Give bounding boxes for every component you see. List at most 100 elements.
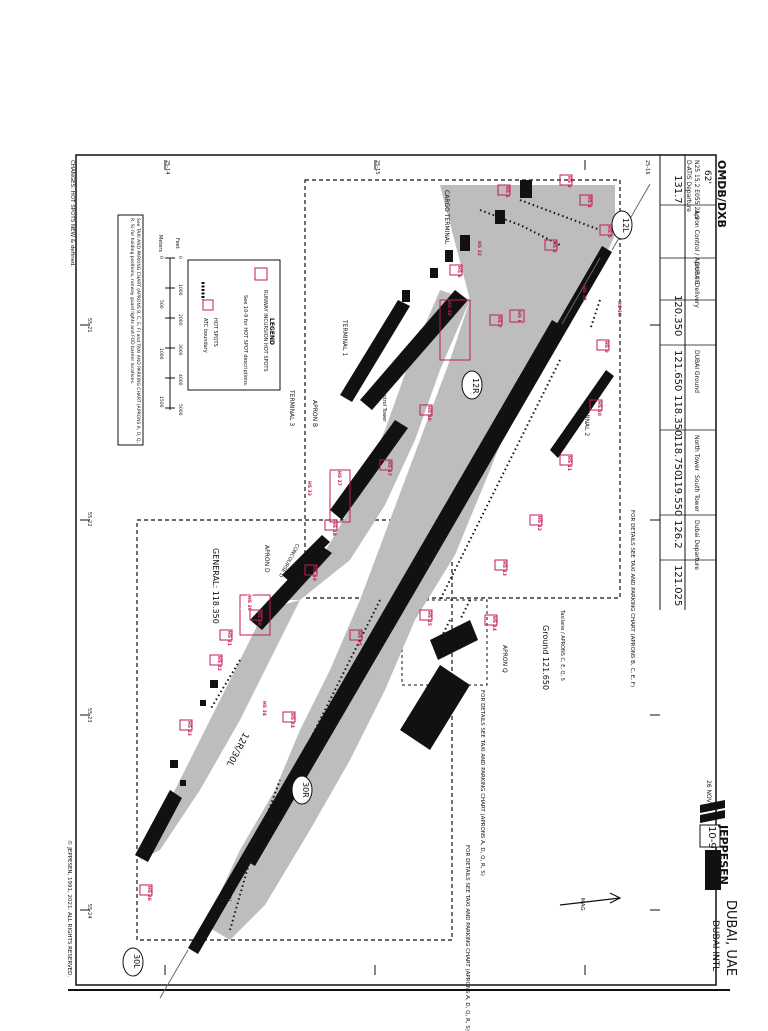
hotspot-label: HS 33 — [306, 481, 311, 496]
scale-meter-tick-0: 0 — [158, 256, 163, 259]
changes-note: CHANGES: HOT SPOTS NEW & defined. — [69, 160, 75, 268]
hotspot-label: HS 24 — [289, 713, 294, 728]
legend-item-1: See 10-9 for HOT SPOT descriptions. — [242, 295, 248, 387]
freq-value-3: 118.350 — [672, 395, 683, 437]
terminal-buildings — [135, 180, 614, 862]
runways — [188, 246, 612, 954]
scale-feet-tick-4: 4000 — [177, 374, 182, 386]
hotspot-boxes — [139, 174, 613, 896]
hotspot-label: HS 12 — [536, 516, 541, 531]
hotspot-label: HS 9 — [603, 341, 608, 353]
city-title: DUBAI, UAE — [723, 900, 738, 977]
hotspot-label: HS 28 — [446, 301, 451, 316]
atis-frequency: 131.7 — [672, 175, 683, 204]
apron-q-label: APRON Q — [501, 645, 508, 673]
hotspot-label: HS 4 — [586, 196, 591, 208]
lat-label-0: 25-16 — [644, 160, 650, 175]
lat-label-2: 25-14 — [164, 160, 170, 175]
scale-feet-tick-5: 5000 — [177, 404, 182, 416]
cargo-terminal-label: CARGO TERMINAL — [443, 190, 450, 245]
chart-frame — [75, 154, 717, 986]
hotspot-label: HS 25 — [356, 631, 361, 646]
apron-b-label: APRON B — [311, 400, 318, 428]
hotspot-label: HS 21 — [226, 631, 231, 646]
detail-box-south — [136, 519, 453, 941]
concourse-d-building — [282, 535, 330, 582]
terminal-3-label: TERMINAL 3 — [288, 390, 295, 427]
runway-end-30L: 30L — [132, 954, 141, 969]
chart-date: 26 NOV 21 — [705, 780, 712, 813]
terminal-1-label: TERMINAL 1 — [341, 320, 348, 357]
notes-box-text: See TAXI AND PARKING CHART (APRONS B, C,… — [129, 218, 140, 443]
ground-freq-note-2-head: Taxilane / APRONS C, E, Q, S — [559, 610, 565, 681]
freq-label-4: North Tower — [693, 435, 700, 472]
scale-meter-tick-2: 1000 — [158, 348, 163, 360]
scale-feet-tick-2: 2000 — [177, 314, 182, 326]
freq-value-7: 121.025 — [672, 565, 683, 607]
scale-feet-tick-3: 3000 — [177, 344, 182, 356]
ground-freq-note-2: Ground 121.650 — [541, 625, 550, 691]
detail-box-north — [304, 179, 621, 599]
legend-item-0: HOT SPOTS — [212, 318, 218, 347]
legend-hs-symbol — [254, 267, 268, 281]
hotspot-label: HS 10 — [596, 401, 601, 416]
taxi-detail-note-1: FOR DETAILS SEE TAXI AND PARKING CHART (… — [629, 510, 635, 688]
atis-label: D-ATIS Departure — [685, 160, 692, 212]
hotspot-label: HS 31 — [581, 286, 586, 301]
runway-12R-30L — [355, 320, 562, 666]
legend-box — [187, 259, 281, 391]
hotspot-label: HS 6 — [456, 266, 461, 278]
hotspot-label: HS 30 — [616, 301, 621, 316]
legend-item-2: RUNWAY INCURSION HOT SPOTS — [262, 290, 268, 372]
apron-label: APRON — [225, 880, 232, 902]
freq-label-1: DUBAI Delivery — [693, 262, 700, 308]
lat-label-1: 25-15 — [374, 160, 380, 175]
lon-label-3: 55-24 — [86, 904, 92, 919]
grid-ticks — [80, 160, 660, 975]
hotspot-label: HS 22 — [216, 656, 221, 671]
ground-freq-note: GENERAL: 118.350 — [211, 548, 220, 624]
scale-meter-tick-1: 500 — [158, 300, 163, 309]
runway-12R-30L-south — [188, 660, 365, 954]
chart-page-number: 10-9 — [706, 826, 717, 849]
runway-end-12R: 12R — [471, 378, 480, 394]
hotspot-label: HS 29 — [246, 596, 251, 611]
hotspot-label: HS 3 — [566, 176, 571, 188]
control-tower-label: Centrol Tower — [381, 388, 387, 423]
legend-hs-symbol-2 — [202, 299, 214, 311]
copyright: © JEPPESEN, 1991, 2021. ALL RIGHTS RESER… — [66, 840, 72, 978]
freq-value-4: 118.750 — [672, 435, 683, 477]
taxi-detail-note-3: FOR DETAILS SEE TAXI AND PARKING CHART (… — [464, 845, 470, 1031]
north-arrow — [559, 892, 622, 906]
freq-value-5: 119.550 — [672, 475, 683, 517]
publisher-name: JEPPESEN — [717, 825, 730, 885]
hotspot-label: HS 20 — [256, 611, 261, 626]
legend-title: LEGEND — [268, 318, 275, 345]
freq-label-2: DUBAI Ground — [693, 350, 700, 393]
hotspot-label: HS 26 — [146, 886, 151, 901]
hotspot-label: HS 17 — [386, 461, 391, 476]
page-number-box — [699, 824, 721, 848]
legend-item-3: ATC boundary — [202, 318, 208, 353]
scale-feet-tick-0: 0 — [177, 256, 182, 259]
notes-box — [117, 214, 144, 446]
hotspot-label: HS 5 — [606, 226, 611, 238]
airport-elevation: 62' — [702, 170, 712, 184]
hotspot-label: HS 2 — [551, 241, 556, 253]
magnetic-label: MAG — [579, 898, 585, 911]
scale-meter-tick-3: 1500 — [158, 396, 163, 408]
terminal-2-label: TERMINAL 2 — [583, 400, 590, 437]
lon-label-2: 55-23 — [86, 708, 92, 723]
freq-label-5: South Tower — [693, 475, 700, 512]
hotspot-label: HS 13 — [501, 561, 506, 576]
hotspot-label: HS 1 — [504, 186, 509, 198]
freq-value-2: 121.650 — [672, 350, 683, 392]
approach-lights — [159, 183, 651, 999]
lon-label-1: 55-22 — [86, 512, 92, 527]
airport-code: OMDB/DXB — [715, 160, 728, 228]
taxi-detail-note-2: FOR DETAILS SEE TAXI AND PARKING CHART (… — [479, 690, 485, 876]
lon-label-0: 55-21 — [86, 318, 92, 333]
hotspot-label: HS 19 — [311, 566, 316, 581]
